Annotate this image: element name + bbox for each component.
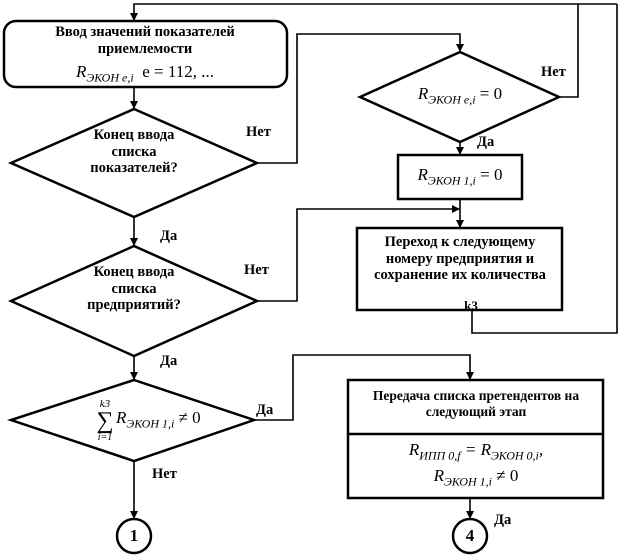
arrow-next-loop bbox=[471, 4, 618, 334]
input-indicators-block bbox=[2, 19, 289, 89]
transfer-list-block bbox=[346, 378, 605, 500]
transfer-list-formula-2: RЭКОН 1,i ≠ 0 bbox=[350, 466, 602, 489]
decision-r-zero-text: RЭКОН e,i = 0 bbox=[390, 84, 530, 107]
formula-sub: ИПП 0,f bbox=[419, 448, 461, 463]
formula-sub: ЭКОН 1,i bbox=[444, 474, 492, 489]
formula-sub2: ЭКОН 0,i bbox=[490, 448, 539, 463]
formula-var: R bbox=[116, 408, 127, 427]
label-yes-enterprises: Да bbox=[160, 353, 178, 369]
formula-rest: e = 112, ... bbox=[142, 62, 214, 81]
label-yes-indicators: Да bbox=[160, 228, 178, 244]
decision-sum-formula: RЭКОН 1,i ≠ 0 bbox=[116, 408, 226, 431]
formula-var: R bbox=[417, 165, 428, 184]
formula-var: R bbox=[76, 62, 87, 81]
sum-bottom: i=1 bbox=[97, 432, 113, 444]
connector-1-label: 1 bbox=[129, 526, 139, 545]
sum-top: k3 bbox=[99, 398, 111, 410]
formula-mid: = R bbox=[464, 440, 491, 459]
formula-var: R bbox=[408, 440, 420, 459]
label-yes-sum: Да bbox=[256, 402, 274, 418]
arrow-no-enterprises bbox=[257, 205, 460, 302]
formula-var: R bbox=[417, 84, 429, 103]
next-enterprise-block bbox=[355, 226, 564, 312]
assign-r1-zero-block bbox=[396, 153, 524, 201]
arrow-no-indicators bbox=[257, 33, 464, 164]
formula-rest: ≠ 0 bbox=[496, 466, 519, 485]
decision-end-enterprises-text: Конец ввода списка предприятий? bbox=[87, 264, 181, 314]
label-yes-transfer: Да bbox=[494, 512, 512, 528]
formula-end: , bbox=[538, 440, 544, 459]
label-no-indicators: Нет bbox=[246, 124, 271, 140]
label-no-sum: Нет bbox=[152, 466, 177, 482]
transfer-list-title: Передача списка претендентов на следующи… bbox=[372, 388, 580, 419]
label-no-enterprises: Нет bbox=[244, 262, 269, 278]
input-indicators-formula: RЭКОН e,i e = 112, ... bbox=[20, 62, 270, 85]
connector-4 bbox=[451, 517, 489, 555]
sum-symbol: k3 ∑ i=1 bbox=[90, 398, 120, 444]
formula-rest: = 0 bbox=[479, 84, 503, 103]
input-indicators-title: Ввод значений показателей приемлемости bbox=[55, 24, 235, 57]
formula-sub: ЭКОН e,i bbox=[428, 92, 476, 107]
label-yes-r-zero: Да bbox=[477, 134, 495, 150]
arrow-sum-yes bbox=[254, 354, 474, 421]
sigma-icon: ∑ bbox=[96, 407, 114, 434]
formula-sub: ЭКОН e,i bbox=[86, 70, 134, 85]
connector-1 bbox=[115, 517, 153, 555]
formula-var: R bbox=[433, 466, 445, 485]
formula-sub: ЭКОН 1,i bbox=[126, 416, 175, 431]
decision-end-indicators-text: Конец ввода списка показателей? bbox=[90, 127, 178, 177]
transfer-list-formula-1: RИПП 0,f = RЭКОН 0,i, bbox=[350, 440, 602, 463]
next-enterprise-tail: k3 bbox=[464, 298, 478, 313]
assign-r1-zero-text: RЭКОН 1,i = 0 bbox=[398, 165, 522, 188]
connector-4-label: 4 bbox=[465, 526, 475, 545]
formula-rest: = 0 bbox=[480, 165, 503, 184]
formula-rest: ≠ 0 bbox=[178, 408, 201, 427]
arrow-loop-top bbox=[130, 3, 617, 21]
formula-sub: ЭКОН 1,i bbox=[427, 173, 476, 188]
arrow-r-zero-no bbox=[559, 4, 579, 98]
next-enterprise-text: Переход к следующему номеру предприятия … bbox=[374, 234, 546, 284]
label-no-r-zero: Нет bbox=[541, 64, 566, 80]
